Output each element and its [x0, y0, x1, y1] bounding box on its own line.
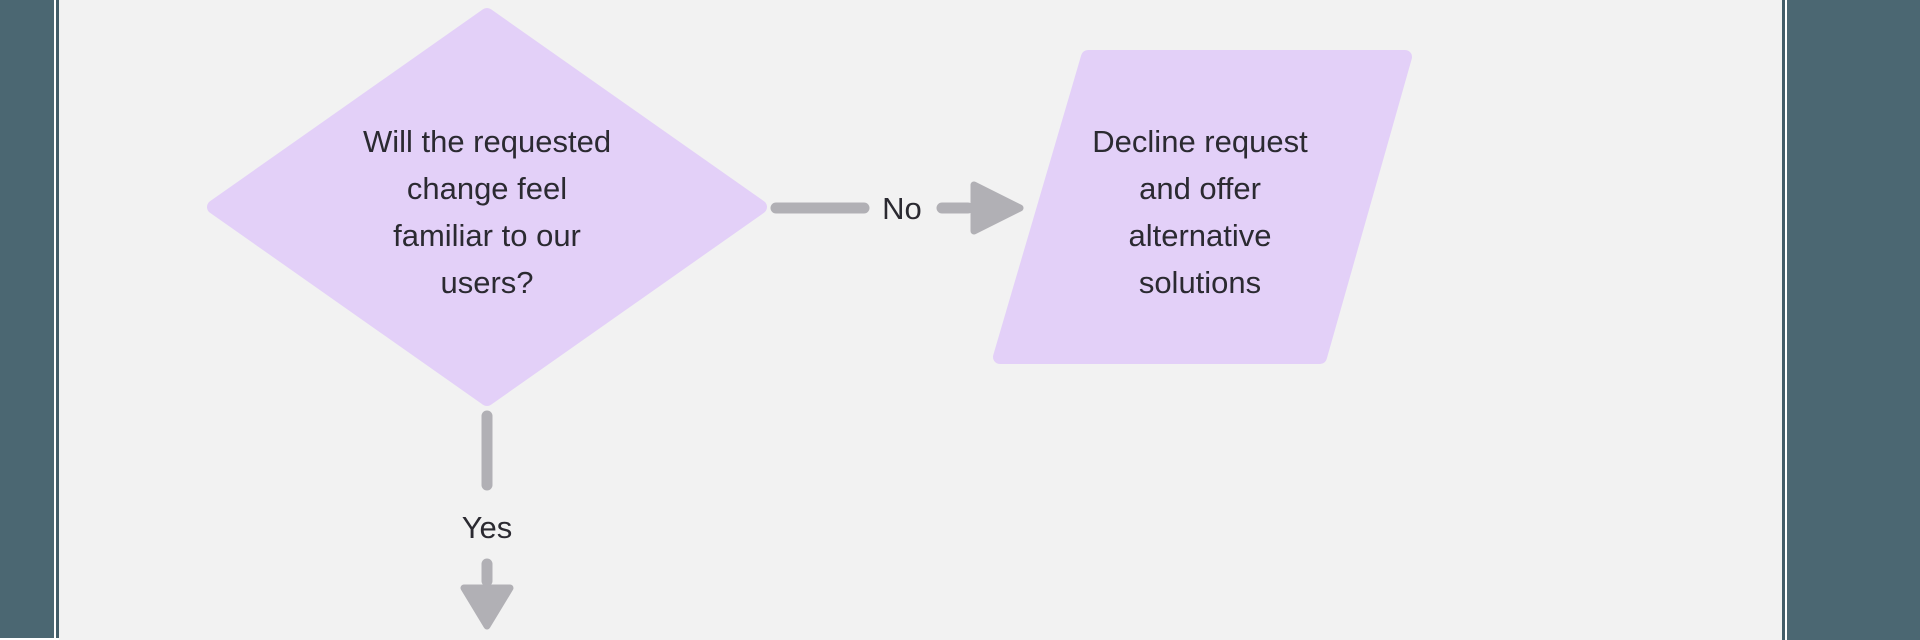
window-edge-gap-right	[1784, 0, 1787, 640]
window-edge-gap-left	[54, 0, 56, 640]
decision-node-label[interactable]: Will the requested change feel familiar …	[362, 124, 612, 300]
window-border-right	[1782, 0, 1785, 640]
no-edge-arrowhead-icon	[970, 181, 1024, 235]
no-edge-label[interactable]: No	[882, 191, 922, 226]
window-border-left	[56, 0, 59, 638]
yes-edge-arrowhead-icon	[460, 584, 514, 630]
decision-diamond-shape[interactable]	[207, 8, 767, 406]
yes-edge-label[interactable]: Yes	[461, 510, 513, 545]
desktop-strip-left-bottom-gap	[0, 638, 59, 640]
output-parallelogram-shape[interactable]	[993, 50, 1412, 364]
desktop-strip-right	[1787, 0, 1920, 640]
desktop-strip-left	[0, 0, 54, 638]
output-node-label[interactable]: Decline request and offer alternative so…	[1092, 124, 1308, 300]
